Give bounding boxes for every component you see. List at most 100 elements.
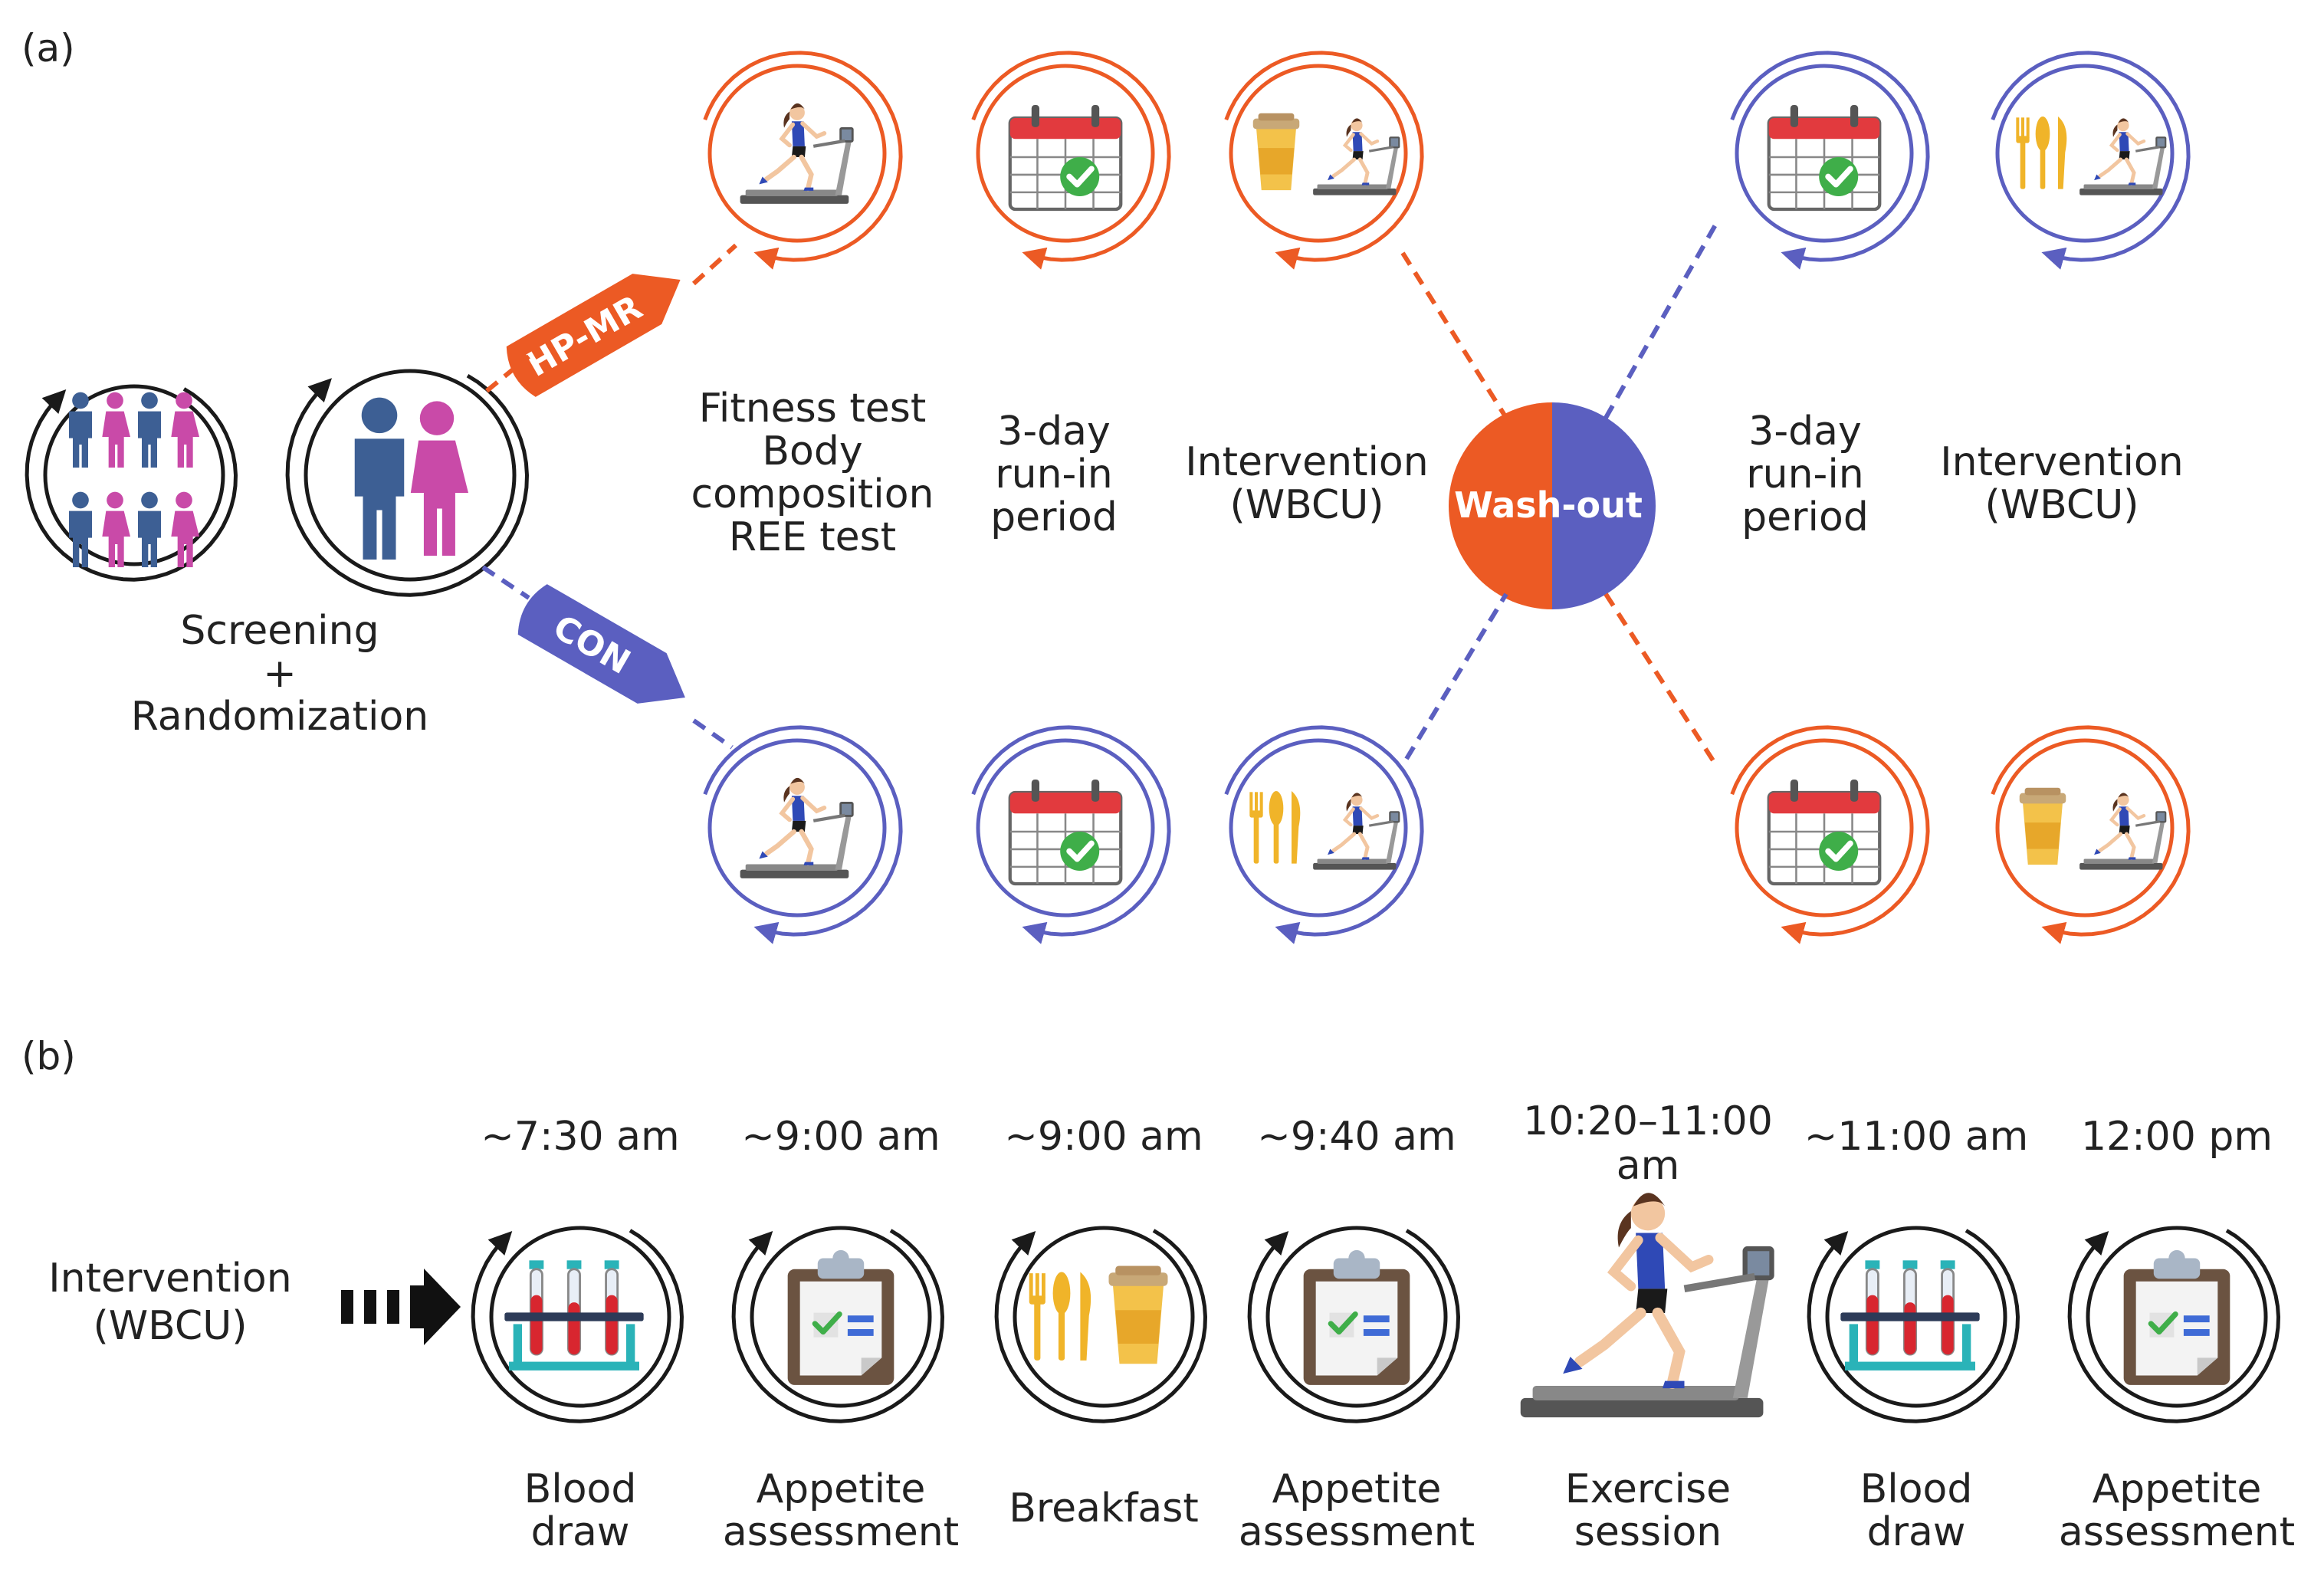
screening-randomization-label: Screening <box>180 608 379 654</box>
run-in-calendar-icon <box>1769 105 1880 209</box>
step-ring-4 <box>1247 1226 1461 1423</box>
run-in-label-2: period <box>1741 494 1869 540</box>
fitness-test-icon <box>740 778 854 878</box>
step-time: ~9:00 am <box>741 1114 940 1160</box>
step-ring-1 <box>471 1226 684 1423</box>
step-label: Appetite <box>757 1466 926 1512</box>
treadmill-runner-icon <box>1521 1193 1774 1417</box>
step-time: ~11:00 am <box>1804 1114 2028 1160</box>
step-label: assessment <box>1239 1509 1475 1555</box>
step-time: ~9:00 am <box>1004 1114 1203 1160</box>
participants-icon <box>69 392 199 567</box>
hp-mr-step-ring-3 <box>1224 51 1424 270</box>
run-in-label-2: 3-day <box>1748 409 1862 455</box>
cup-icon <box>2019 787 2066 865</box>
con-tag: CON <box>517 584 685 704</box>
step-time: ~9:40 am <box>1257 1114 1456 1160</box>
step-label: draw <box>1867 1509 1966 1555</box>
cutlery-icon <box>1249 791 1301 864</box>
step-ring-6 <box>1807 1226 2020 1423</box>
step-label: Blood <box>524 1466 637 1512</box>
runner-icon <box>1313 793 1400 869</box>
step-label: session <box>1574 1509 1722 1555</box>
run-in-calendar-icon <box>1010 780 1121 884</box>
hp-mr-step-ring-1 <box>703 51 903 270</box>
washout-to-purple <box>1603 221 1719 419</box>
blood-tubes-icon <box>503 1259 645 1372</box>
runner-icon <box>2079 793 2166 869</box>
cutlery-icon <box>1029 1272 1091 1361</box>
hp-mr-tag: HP-MR <box>506 274 681 397</box>
hp-mr-washout-ring-2 <box>1991 725 2191 944</box>
run-in-calendar-icon <box>1769 780 1880 884</box>
run-in-calendar-icon <box>1010 105 1121 209</box>
run-in-label-1: period <box>990 494 1118 540</box>
couple-icon <box>354 397 468 560</box>
screening-ring-left <box>25 384 238 582</box>
connector-top-start <box>485 354 530 393</box>
clipboard-icon <box>2124 1250 2230 1385</box>
step-ring-2 <box>731 1226 945 1423</box>
cup-icon <box>1252 113 1300 191</box>
con-washout-ring-1 <box>1730 51 1930 270</box>
panel-b: (b)Intervention(WBCU)~7:30 amBlooddraw~9… <box>21 1034 2295 1555</box>
randomization-ring <box>285 369 530 597</box>
hp-mr-washout-ring-1 <box>1730 725 1930 944</box>
intervention-wbcu-label: Intervention <box>48 1256 291 1302</box>
intervention-label-2: Intervention <box>1940 439 2183 485</box>
washout-circle <box>1449 402 1656 609</box>
blood-tubes-icon <box>1839 1259 1981 1372</box>
connector-top-mid <box>691 243 738 286</box>
step-label: Blood <box>1860 1466 1973 1512</box>
intervention-wbcu-label: (WBCU) <box>93 1303 247 1349</box>
step-label: assessment <box>723 1509 959 1555</box>
con-step-ring-2 <box>971 725 1171 944</box>
purple-to-washout <box>1404 593 1508 760</box>
intervention-label-1: Intervention <box>1185 439 1428 485</box>
cup-icon <box>1108 1265 1168 1364</box>
cutlery-icon <box>2016 117 2067 189</box>
fitness-test-icon <box>740 103 854 204</box>
intervention-label-1: (WBCU) <box>1229 482 1384 528</box>
step-label: Breakfast <box>1009 1485 1199 1531</box>
step-time: 10:20–11:00 <box>1523 1098 1773 1144</box>
step-time: ~7:30 am <box>481 1114 679 1160</box>
screening-randomization-label: + <box>263 651 297 697</box>
connector-bottom-start <box>481 565 530 600</box>
step-time: 12:00 pm <box>2081 1114 2273 1160</box>
dashed-arrow-icon <box>341 1269 461 1345</box>
step-ring-3 <box>994 1226 1208 1423</box>
con-step-ring-1 <box>703 725 903 944</box>
panel-a: (a) Screening+Randomization HP-MR CON Fitnes… <box>21 26 2191 944</box>
runner-icon <box>1313 118 1400 195</box>
con-washout-ring-2 <box>1991 51 2191 270</box>
step-label: draw <box>531 1509 630 1555</box>
fitness-body-ree-label: Body <box>762 428 862 474</box>
fitness-body-ree-label: REE test <box>729 514 896 560</box>
con-step-ring-3 <box>1224 725 1424 944</box>
fitness-body-ree-label: Fitness test <box>699 386 927 432</box>
run-in-label-1: 3-day <box>997 409 1111 455</box>
run-in-label-2: run-in <box>1746 451 1863 497</box>
intervention-label-2: (WBCU) <box>1984 482 2139 528</box>
washout-label: Wash-out <box>1454 484 1643 526</box>
clipboard-icon <box>788 1250 894 1385</box>
washout-to-orange <box>1603 593 1719 768</box>
run-in-label-1: run-in <box>995 451 1112 497</box>
fitness-body-ree-label: composition <box>691 471 934 517</box>
runner-icon <box>2079 118 2166 195</box>
step-time: am <box>1617 1143 1680 1189</box>
orange-to-washout <box>1400 251 1508 419</box>
hp-mr-step-ring-2 <box>971 51 1171 270</box>
step-label: Appetite <box>1272 1466 1442 1512</box>
clipboard-icon <box>1304 1250 1410 1385</box>
step-ring-7 <box>2067 1226 2281 1423</box>
panel-a-label: (a) <box>21 26 75 71</box>
step-label: Appetite <box>2093 1466 2262 1512</box>
connector-bottom-mid <box>692 718 734 750</box>
panel-b-label: (b) <box>21 1034 76 1078</box>
step-label: assessment <box>2059 1509 2295 1555</box>
screening-randomization-label: Randomization <box>131 694 429 740</box>
step-label: Exercise <box>1565 1466 1731 1512</box>
